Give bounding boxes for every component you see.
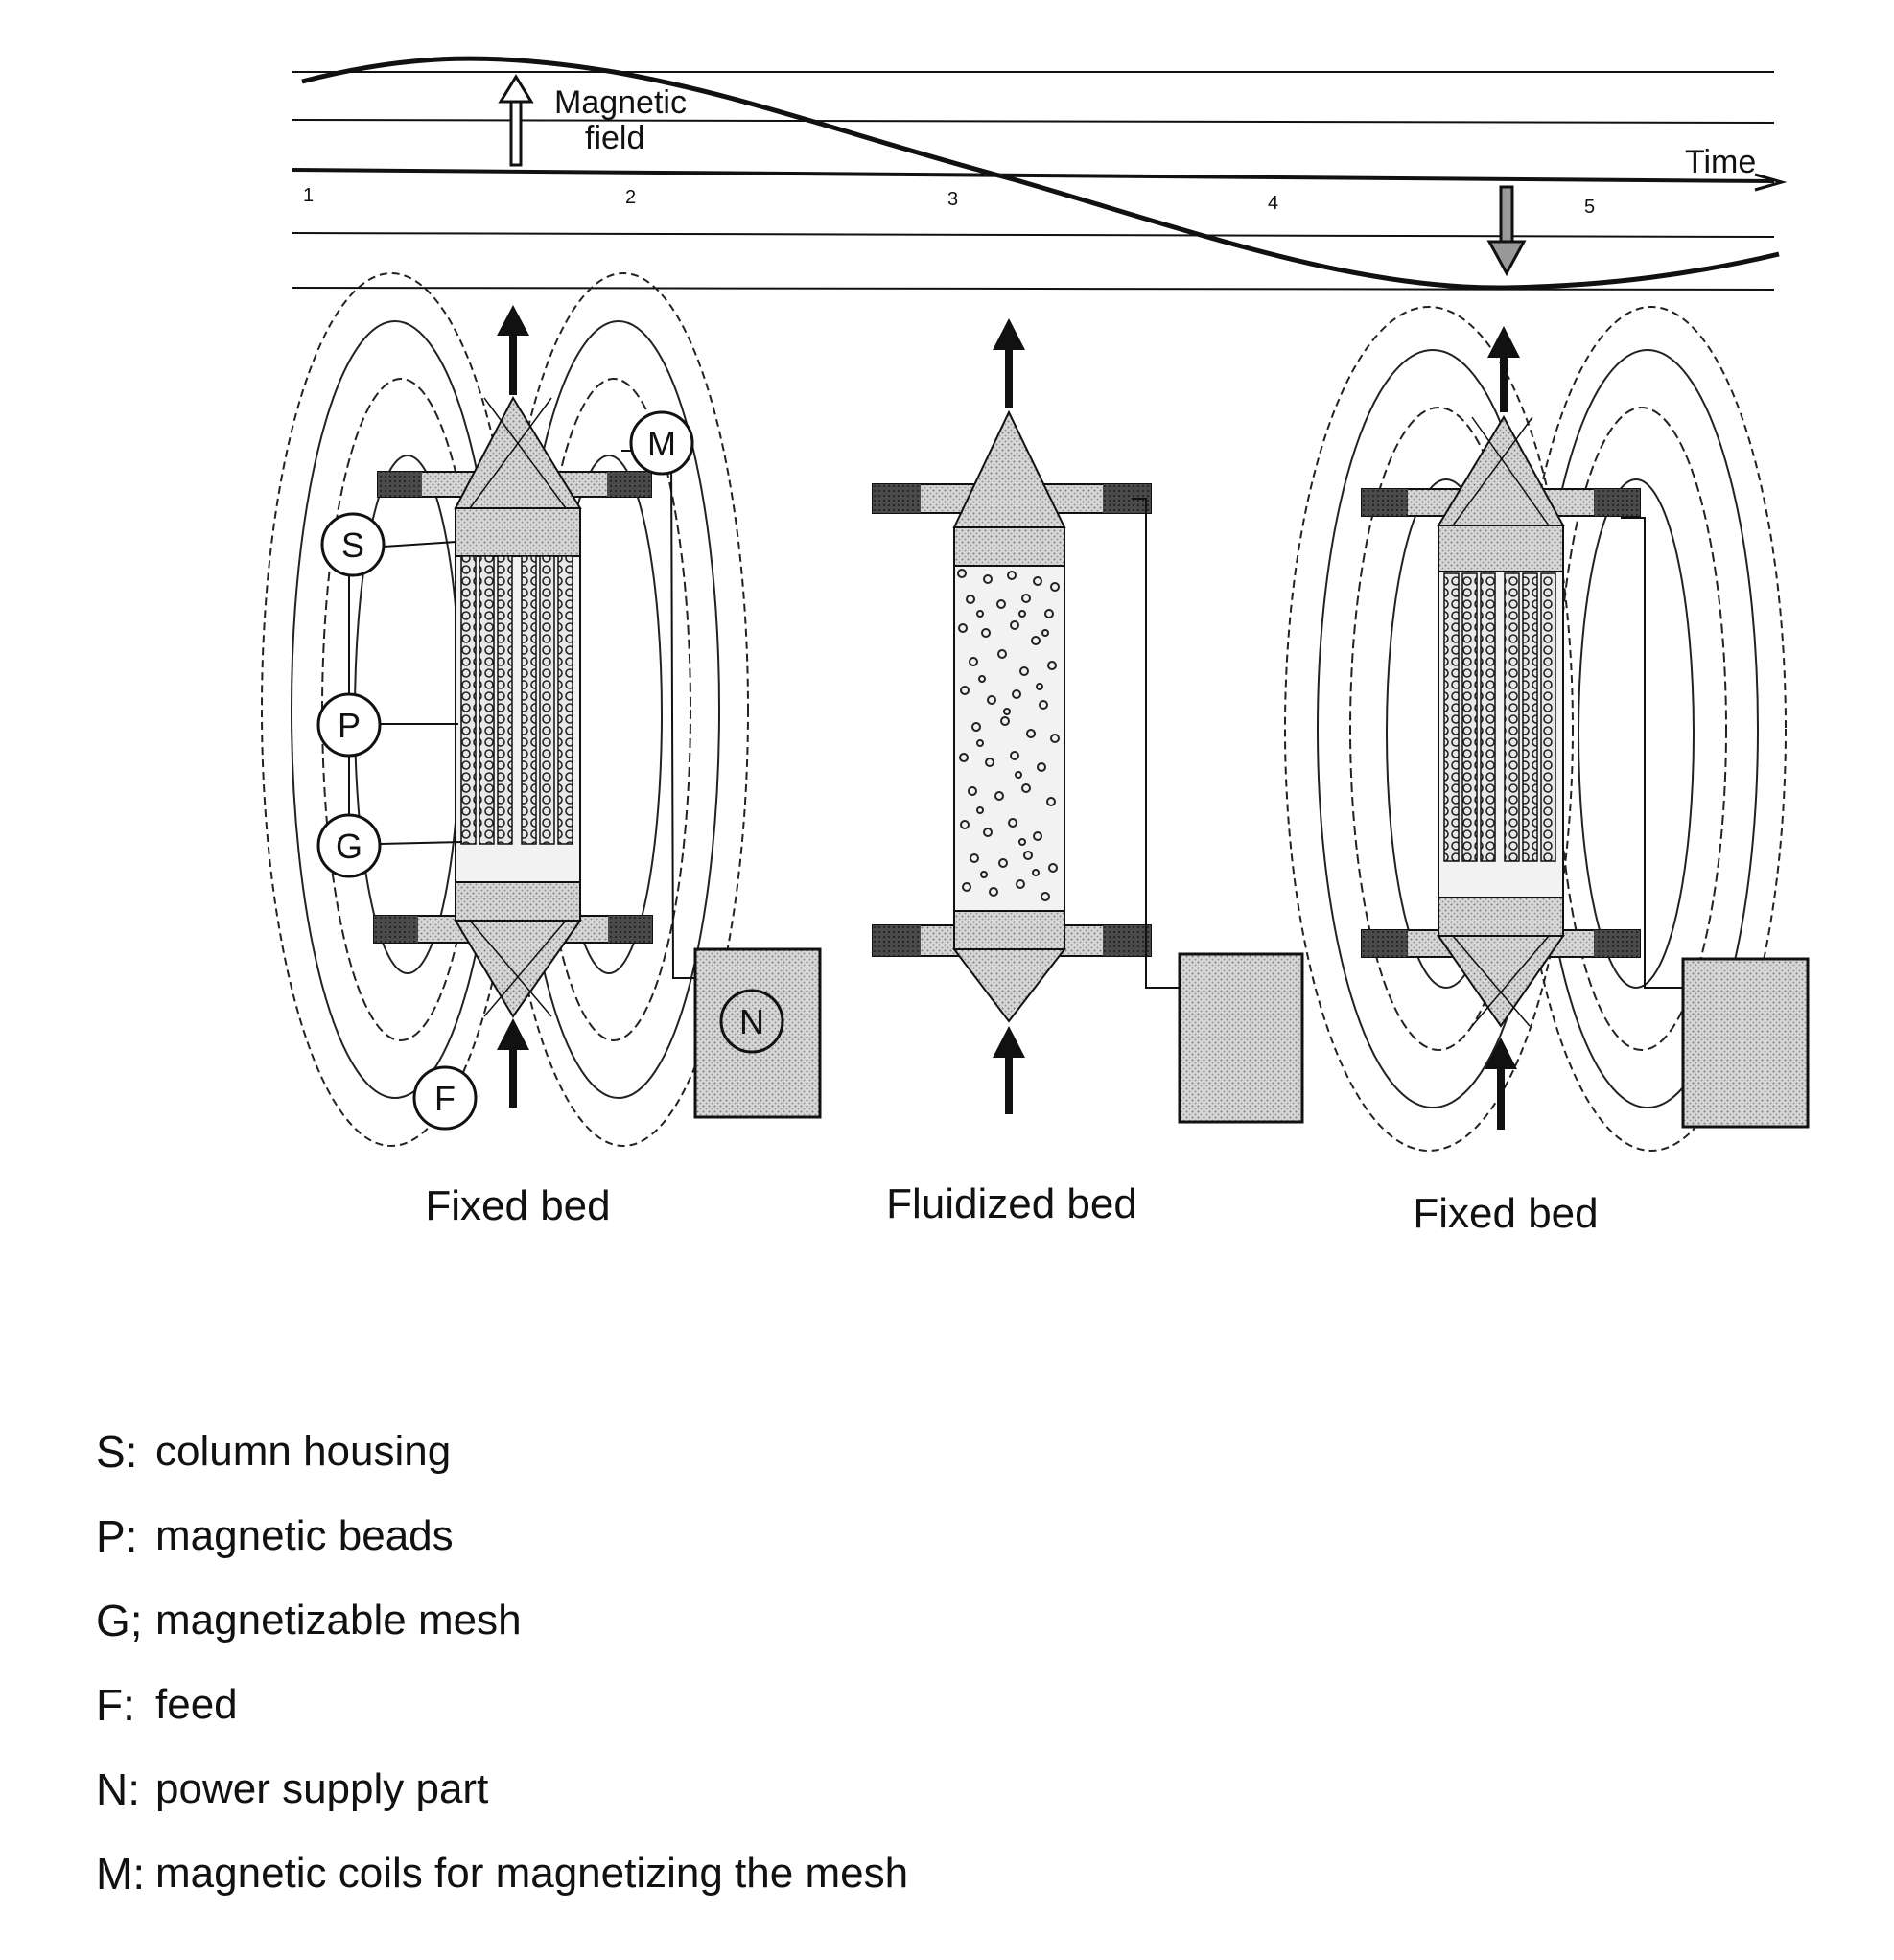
tick-2: 2 [625, 187, 636, 208]
legend-key: M: [96, 1848, 155, 1900]
process-diagram: Magnetic field Time 1 2 3 4 5 [0, 0, 1894, 1342]
legend-desc: magnetizable mesh [155, 1597, 522, 1645]
feed-arrow-3 [1485, 1038, 1517, 1130]
legend-key: P: [96, 1510, 155, 1562]
outflow-arrow-2 [993, 318, 1025, 408]
legend-row-n: N: power supply part [96, 1747, 1438, 1832]
svg-text:M: M [647, 424, 676, 463]
stage-1-caption: Fixed bed [425, 1182, 610, 1229]
stage-2-caption: Fluidized bed [886, 1180, 1137, 1227]
callout-f: F [414, 1067, 476, 1129]
callout-s: S [322, 514, 456, 575]
field-label-line2: field [585, 120, 644, 156]
stage-fixed-bed-2: Fixed bed [1285, 307, 1808, 1237]
legend-key: F: [96, 1679, 155, 1731]
power-supply-box-3 [1683, 959, 1808, 1127]
legend-row-f: F: feed [96, 1663, 1438, 1747]
outflow-arrow-3 [1487, 326, 1520, 412]
legend-key: S: [96, 1426, 155, 1478]
svg-text:P: P [338, 706, 361, 745]
legend-desc: feed [155, 1681, 238, 1729]
column-housing-2 [954, 412, 1064, 1021]
outflow-arrow [497, 305, 529, 395]
callout-p: P [318, 694, 458, 756]
svg-text:G: G [336, 827, 362, 866]
field-down-arrow [1489, 187, 1524, 273]
legend-desc: magnetic beads [155, 1512, 454, 1560]
legend-row-g: G; magnetizable mesh [96, 1578, 1438, 1663]
legend-row-s: S: column housing [96, 1410, 1438, 1494]
svg-text:S: S [341, 525, 364, 565]
svg-text:F: F [434, 1079, 456, 1118]
stage-fluidized-bed: Fluidized bed [873, 318, 1302, 1227]
tick-4: 4 [1268, 193, 1278, 214]
time-axis-label: Time [1685, 144, 1756, 180]
tick-3: 3 [947, 189, 958, 210]
legend-row-m: M: magnetic coils for magnetizing the me… [96, 1832, 1438, 1916]
svg-text:N: N [739, 1002, 764, 1041]
field-label-line1: Magnetic [554, 84, 687, 121]
legend-desc: column housing [155, 1428, 451, 1476]
legend-key: N: [96, 1763, 155, 1815]
callout-g: G [318, 815, 462, 876]
legend-row-p: P: magnetic beads [96, 1494, 1438, 1578]
feed-arrow [497, 1018, 529, 1108]
callout-m: M [631, 412, 692, 474]
time-axis [292, 170, 1774, 181]
stage-3-caption: Fixed bed [1413, 1190, 1598, 1237]
stage-fixed-bed-1: S P G F M N Fixed bed [262, 273, 820, 1229]
tick-5: 5 [1584, 197, 1595, 218]
power-supply-box-2 [1180, 954, 1302, 1122]
legend-desc: magnetic coils for magnetizing the mesh [155, 1850, 908, 1898]
legend: S: column housing P: magnetic beads G; m… [96, 1410, 1438, 1916]
legend-desc: power supply part [155, 1765, 488, 1813]
tick-1: 1 [303, 185, 314, 206]
timeline: Magnetic field Time 1 2 3 4 5 [292, 58, 1782, 290]
feed-arrow-2 [993, 1026, 1025, 1114]
legend-key: G; [96, 1595, 155, 1646]
